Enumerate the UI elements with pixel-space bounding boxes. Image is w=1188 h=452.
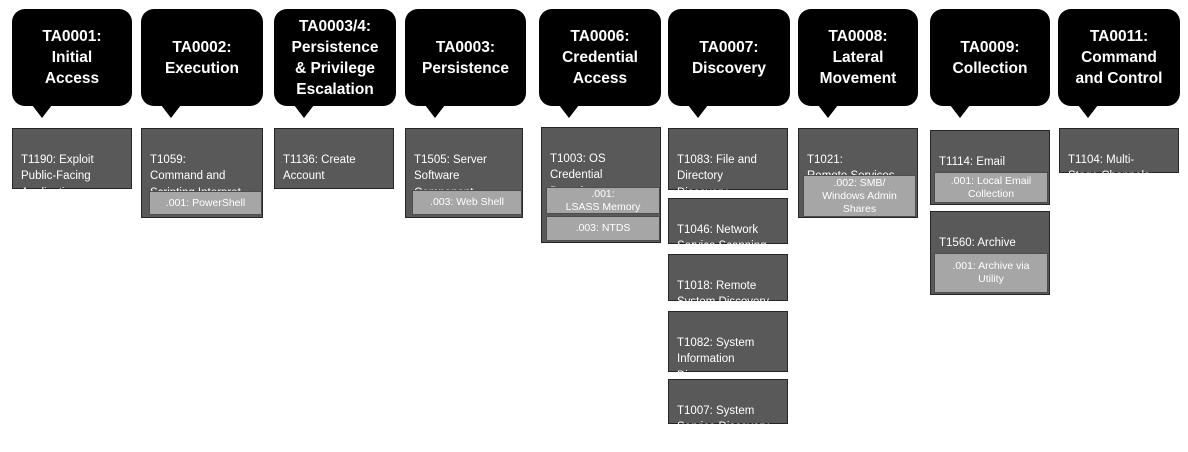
tactic-header: TA0002: Execution: [141, 9, 263, 118]
technique-label: T1007: System Service Discovery: [677, 404, 770, 434]
technique-label: T1018: Remote System Discovery: [677, 279, 770, 309]
technique-box: T1082: System Information Discovery: [668, 311, 788, 382]
technique-label: T1190: Exploit Public-Facing Application: [21, 153, 94, 199]
technique-label: T1104: Multi- Stage Channels: [1068, 153, 1150, 183]
tactic-header: TA0011: Command and Control: [1058, 9, 1180, 118]
technique-label: T1046: Network Service Scanning: [677, 223, 767, 253]
tactic-header: TA0006: Credential Access: [539, 9, 661, 118]
tactic-header: TA0003: Persistence: [405, 9, 526, 118]
technique-box: T1018: Remote System Discovery: [668, 254, 788, 308]
technique-box: T1136: Create Account: [274, 128, 394, 189]
subtechnique-box: .001: LSASS Memory: [546, 187, 660, 214]
technique-box: T1190: Exploit Public-Facing Application: [12, 128, 132, 199]
subtechnique-box: .001: Local Email Collection: [934, 172, 1048, 203]
subtechnique-box: .002: SMB/ Windows Admin Shares: [803, 175, 916, 217]
tactic-header: TA0008: Lateral Movement: [798, 9, 918, 118]
tactic-header: TA0007: Discovery: [668, 9, 790, 118]
technique-box: T1007: System Service Discovery: [668, 379, 788, 433]
subtechnique-box: .003: NTDS: [546, 216, 660, 241]
subtechnique-box: .001: Archive via Utility: [934, 253, 1048, 293]
subtechnique-box: .003: Web Shell: [412, 190, 522, 215]
tactic-header: TA0009: Collection: [930, 9, 1050, 118]
tactic-header: TA0001: Initial Access: [12, 9, 132, 118]
technique-box: T1083: File and Directory Discovery: [668, 128, 788, 199]
technique-label: T1083: File and Directory Discovery: [677, 153, 757, 199]
technique-box: T1104: Multi- Stage Channels: [1059, 128, 1179, 182]
technique-label: T1136: Create Account: [283, 153, 356, 183]
technique-box: T1046: Network Service Scanning: [668, 198, 788, 252]
tactic-header: TA0003/4: Persistence & Privilege Escala…: [274, 9, 396, 118]
technique-label: T1082: System Information Discovery: [677, 336, 755, 382]
subtechnique-box: .001: PowerShell: [149, 191, 262, 215]
